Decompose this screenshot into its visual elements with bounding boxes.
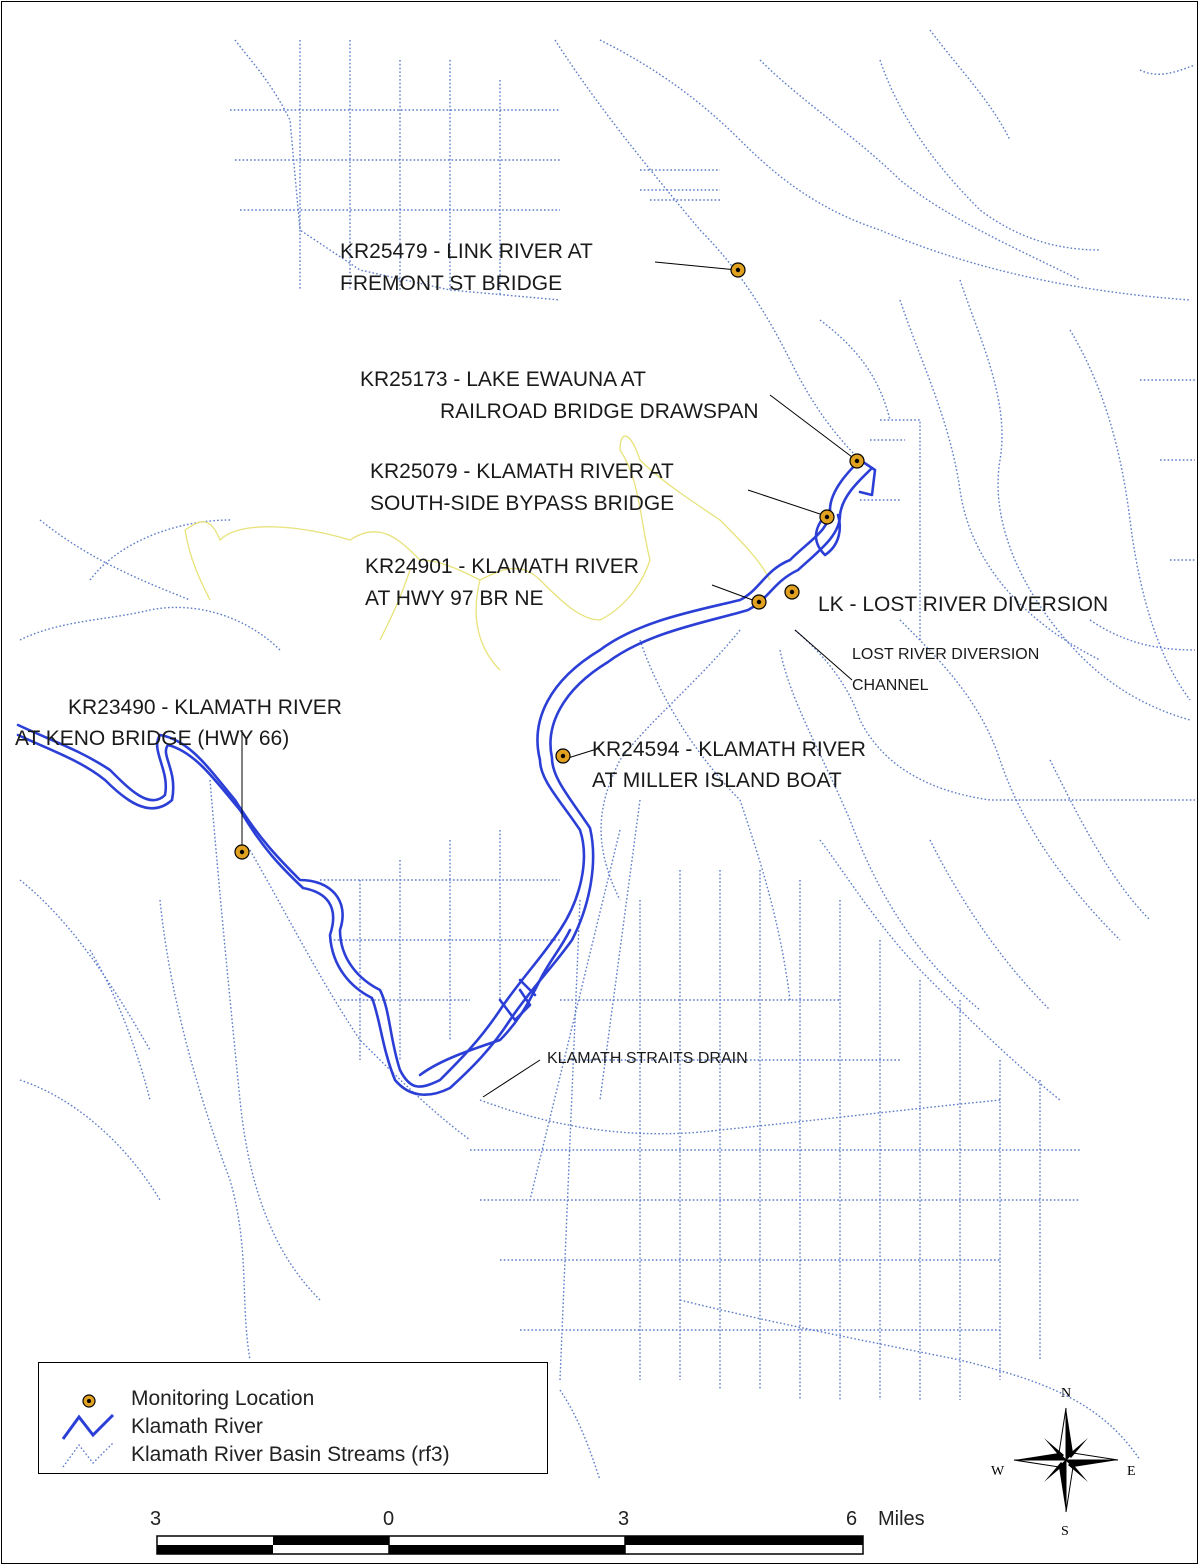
site-kr24594-marker[interactable] [555, 748, 571, 764]
north-letter-n: N [1061, 1386, 1072, 1401]
stream-line-icon [62, 1442, 114, 1468]
north-arrow-icon [1013, 1407, 1119, 1513]
site-lk-marker[interactable] [784, 584, 800, 600]
scale-bar [156, 1535, 864, 1555]
yellow-boundary-line [184, 435, 771, 671]
scale-tick-label-3: 6 [846, 1508, 858, 1530]
label-lost-river-channel-line1: LOST RIVER DIVERSION [852, 646, 1039, 663]
label-kr24594-line1: KR24594 - KLAMATH RIVER [592, 738, 866, 761]
label-kr24594-line2: AT MILLER ISLAND BOAT [592, 769, 842, 792]
basin-streams [19, 29, 1196, 1481]
label-kr25079-line1: KR25079 - KLAMATH RIVER AT [370, 460, 674, 483]
map-legend: Monitoring Location Klamath River Klamat… [38, 1362, 548, 1474]
klamath-river [16, 458, 877, 1097]
site-kr23490-marker[interactable] [234, 844, 250, 860]
legend-item-klamath-river: Klamath River [39, 1413, 547, 1441]
north-letter-e: E [1127, 1464, 1136, 1479]
north-letter-w: W [991, 1464, 1005, 1479]
monitoring-sites[interactable] [234, 262, 865, 860]
label-kr25173-line1: KR25173 - LAKE EWAUNA AT [360, 368, 646, 391]
scale-tick-label-2: 3 [618, 1508, 630, 1530]
site-kr24901-marker[interactable] [751, 594, 767, 610]
river-line-icon [61, 1413, 115, 1440]
label-kr25079-line2: SOUTH-SIDE BYPASS BRIDGE [370, 492, 674, 515]
label-kr24901-line1: KR24901 - KLAMATH RIVER [365, 555, 639, 578]
label-lost-river-channel-line2: CHANNEL [852, 677, 929, 694]
monitoring-location-icon [82, 1394, 96, 1408]
label-kr25479-line1: KR25479 - LINK RIVER AT [340, 240, 593, 263]
label-kr23490-line1: KR23490 - KLAMATH RIVER [68, 696, 342, 719]
legend-label-klamath-river: Klamath River [131, 1415, 263, 1438]
label-kr23490-line2: AT KENO BRIDGE (HWY 66) [15, 727, 289, 750]
north-letter-s: S [1061, 1524, 1069, 1539]
scale-tick-label-1: 0 [383, 1508, 395, 1530]
legend-label-monitoring-location: Monitoring Location [131, 1387, 315, 1410]
label-kr24901-line2: AT HWY 97 BR NE [365, 587, 544, 610]
legend-label-basin-streams: Klamath River Basin Streams (rf3) [131, 1443, 450, 1466]
legend-item-basin-streams: Klamath River Basin Streams (rf3) [39, 1441, 547, 1469]
site-labels: KR25479 - LINK RIVER AT FREMONT ST BRIDG… [15, 240, 1108, 1067]
site-kr25079-marker[interactable] [819, 509, 835, 525]
scale-units-label: Miles [878, 1508, 925, 1530]
label-klamath-straits-drain: KLAMATH STRAITS DRAIN [547, 1050, 748, 1067]
label-lk-line1: LK - LOST RIVER DIVERSION [818, 593, 1108, 616]
leader-lines [241, 261, 857, 1098]
legend-item-monitoring-location: Monitoring Location [39, 1385, 547, 1413]
site-kr25173-marker[interactable] [849, 453, 865, 469]
site-kr25479-marker[interactable] [730, 262, 746, 278]
scale-tick-label-0: 3 [150, 1508, 162, 1530]
label-kr25173-line2: RAILROAD BRIDGE DRAWSPAN [440, 400, 759, 423]
label-kr25479-line2: FREMONT ST BRIDGE [340, 272, 562, 295]
